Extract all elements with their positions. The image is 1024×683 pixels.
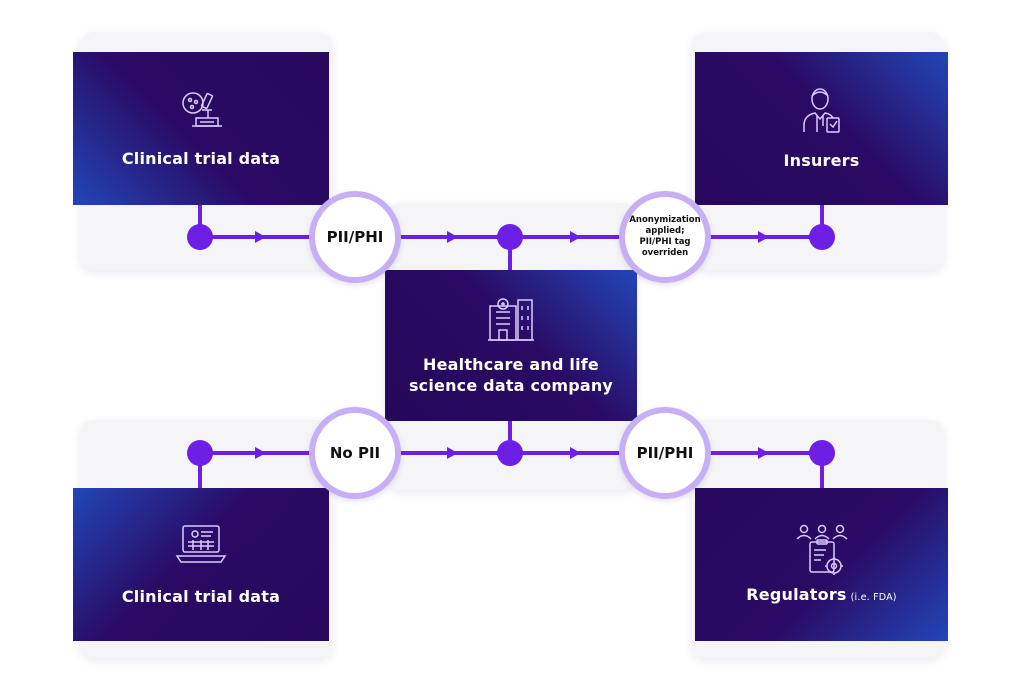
badge-label: No PII — [329, 444, 381, 462]
badge-anonymization: Anonymization applied; PII/PHI tag overr… — [619, 191, 711, 283]
node-dot — [497, 224, 523, 250]
arrow-icon — [758, 231, 769, 243]
badge-no-pii: No PII — [309, 407, 401, 499]
doctor-clipboard-icon — [802, 88, 840, 133]
arrow-icon — [447, 231, 458, 243]
card-label: Insurers — [783, 151, 860, 170]
node-dot — [187, 224, 213, 250]
card-healthcare-company: Healthcare and life science data company — [385, 270, 637, 421]
card-clinical-trial-data-top: Clinical trial data — [73, 52, 329, 205]
arrow-icon — [758, 447, 769, 459]
card-label-regulators: Regulators(i.e. FDA) — [746, 584, 896, 608]
badge-label: PII/PHI — [636, 444, 694, 462]
team-gear-icon — [795, 524, 848, 575]
badge-pii-phi-bottom: PII/PHI — [619, 407, 711, 499]
regulators-note: (i.e. FDA) — [850, 591, 897, 603]
node-dot — [809, 440, 835, 466]
badge-label: Anonymization applied; PII/PHI tag overr… — [629, 215, 701, 258]
card-label: Clinical trial data — [121, 149, 281, 168]
card-label-line2: science data company — [408, 375, 614, 395]
node-dot — [497, 440, 523, 466]
laptop-records-icon — [175, 525, 227, 563]
card-label-line1: Healthcare and life — [423, 354, 599, 374]
arrow-icon — [570, 447, 581, 459]
arrow-icon — [255, 447, 266, 459]
badge-pii-phi-top: PII/PHI — [309, 191, 401, 283]
card-regulators: Regulators(i.e. FDA) — [695, 488, 948, 641]
regulators-label: Regulators — [746, 584, 847, 604]
card-label: Clinical trial data — [121, 587, 281, 606]
arrow-icon — [447, 447, 458, 459]
arrow-icon — [570, 231, 581, 243]
node-dot — [809, 224, 835, 250]
node-dot — [187, 440, 213, 466]
badge-label: PII/PHI — [326, 228, 384, 246]
card-insurers: Insurers — [695, 52, 948, 205]
card-clinical-trial-data-bottom: Clinical trial data — [73, 488, 329, 641]
arrow-icon — [255, 231, 266, 243]
microscope-icon — [182, 92, 222, 127]
hospital-building-icon — [488, 297, 534, 341]
